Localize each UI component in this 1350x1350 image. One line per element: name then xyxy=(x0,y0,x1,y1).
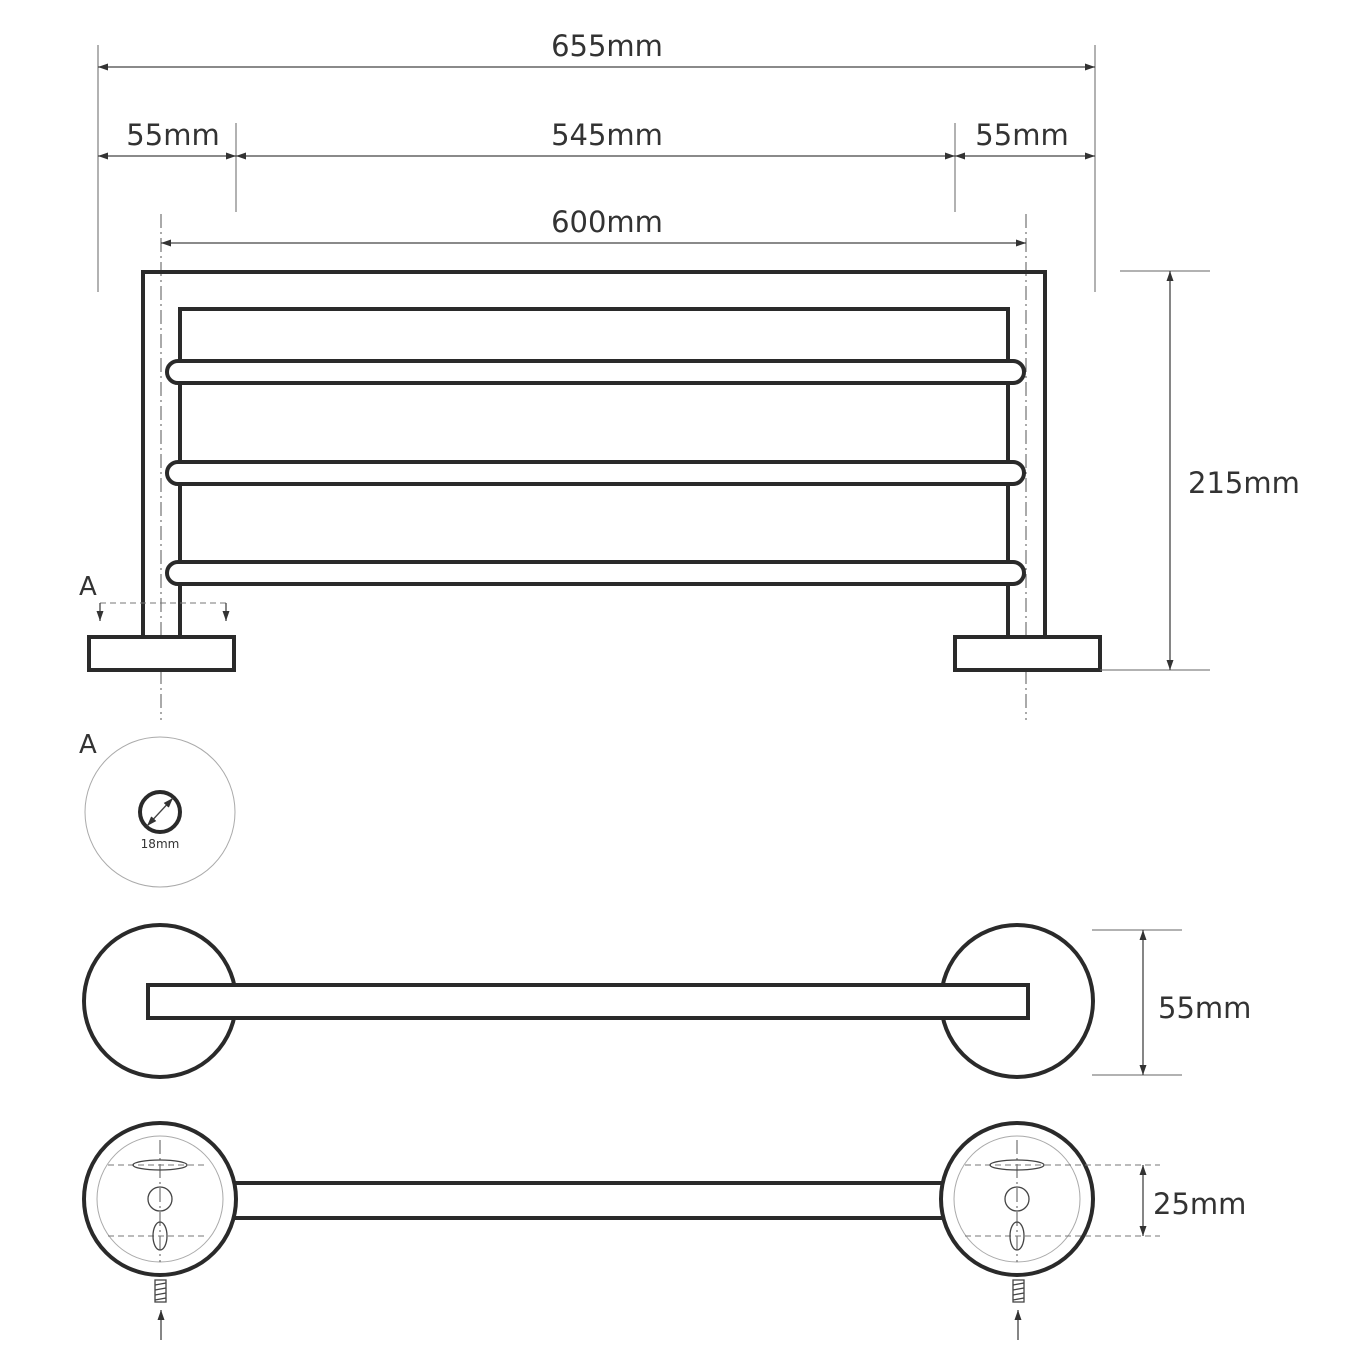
front-view: 655mm 55mm 545mm 55mm 600mm A xyxy=(79,29,1300,720)
dimension-middle-span: 545mm xyxy=(551,118,663,152)
screw-thread-left-4 xyxy=(154,1297,167,1301)
screw-thread-left-2 xyxy=(154,1287,167,1291)
dimension-center-span: 600mm xyxy=(551,205,663,239)
screw-thread-left-1 xyxy=(154,1282,167,1286)
screw-thread-right-2 xyxy=(1012,1287,1025,1291)
detail-a: A 18mm xyxy=(79,730,236,888)
dimension-tube-diameter: 18mm xyxy=(141,837,180,851)
keyhole-slot-left xyxy=(132,1159,188,1171)
screw-right xyxy=(1012,1279,1025,1303)
screw-thread-right-3 xyxy=(1012,1292,1025,1296)
screw-thread-right-1 xyxy=(1012,1282,1025,1286)
mount-left xyxy=(82,1121,238,1340)
wall-base-left xyxy=(87,635,236,672)
outer-frame xyxy=(141,270,1047,637)
screw-thread-left-3 xyxy=(154,1292,167,1296)
tube-diameter-line xyxy=(146,797,174,827)
keyhole-lower-right xyxy=(1009,1221,1025,1251)
dimension-left-offset: 55mm xyxy=(126,118,219,152)
mounting-view-bar xyxy=(223,1181,957,1220)
mount-right xyxy=(939,1121,1160,1340)
dimension-overall-width: 655mm xyxy=(551,29,663,63)
mounting-view: 25mm xyxy=(82,1121,1246,1340)
dimension-height: 215mm xyxy=(1188,466,1300,500)
tube-cross-section xyxy=(138,790,182,834)
section-marker-label: A xyxy=(79,572,97,602)
shelf-bar-middle xyxy=(165,460,1026,486)
section-marker: A xyxy=(79,572,230,621)
detail-outline-circle xyxy=(84,736,236,888)
screw-body-right xyxy=(1012,1279,1025,1303)
screw-hole-center-right xyxy=(1004,1186,1030,1212)
dimension-right-offset: 55mm xyxy=(975,118,1068,152)
detail-title: A xyxy=(79,730,97,760)
keyhole-slot-right xyxy=(989,1159,1045,1171)
dimension-depth: 55mm xyxy=(1158,991,1251,1025)
shelf-bar-bottom xyxy=(165,560,1026,586)
dimension-screw-spacing: 25mm xyxy=(1153,1187,1246,1221)
keyhole-lower-left xyxy=(152,1221,168,1251)
screw-hole-center-left xyxy=(147,1186,173,1212)
screw-body-left xyxy=(154,1279,167,1303)
screw-thread-right-4 xyxy=(1012,1297,1025,1301)
screw-left xyxy=(154,1279,167,1303)
shelf-bar-top xyxy=(165,359,1026,385)
top-view-frame xyxy=(146,983,1030,1020)
wall-base-right xyxy=(953,635,1102,672)
top-view: 55mm xyxy=(82,923,1251,1079)
